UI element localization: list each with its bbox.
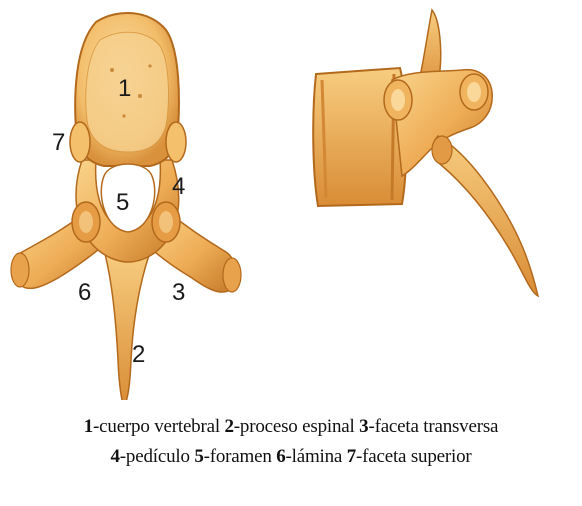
- lateral-view-vertebra: [313, 10, 538, 296]
- caption-line-2: 4-pedículo 5-foramen 6-lámina 7-faceta s…: [0, 442, 582, 472]
- superior-facet-right: [166, 122, 186, 162]
- caption-text: -pedículo: [120, 446, 195, 467]
- caption-num: 2: [224, 416, 233, 437]
- spinous-process: [104, 250, 150, 400]
- caption-num: 1: [84, 416, 93, 437]
- caption: 1-cuerpo vertebral 2-proceso espinal 3-f…: [0, 412, 582, 472]
- caption-text: -faceta superior: [356, 446, 471, 467]
- caption-text: -proceso espinal: [234, 416, 359, 437]
- superior-facet-left: [70, 122, 90, 162]
- caption-line-1: 1-cuerpo vertebral 2-proceso espinal 3-f…: [0, 412, 582, 442]
- label-6: 6: [78, 279, 91, 306]
- vertebra-diagram: 1 2 3 4 5 6 7: [0, 0, 582, 400]
- label-4: 4: [172, 173, 185, 200]
- caption-text: -cuerpo vertebral: [93, 416, 224, 437]
- caption-text: -lámina: [286, 446, 347, 467]
- label-5: 5: [116, 189, 129, 216]
- lateral-facet-3: [432, 136, 452, 164]
- caption-num: 7: [347, 446, 356, 467]
- superior-view-vertebra: 1 2 3 4 5 6 7: [11, 13, 241, 400]
- caption-num: 5: [194, 446, 203, 467]
- caption-num: 6: [276, 446, 285, 467]
- caption-num: 4: [110, 446, 119, 467]
- label-1: 1: [118, 75, 131, 102]
- caption-text: -faceta transversa: [368, 416, 498, 437]
- caption-text: -foramen: [204, 446, 277, 467]
- label-7: 7: [52, 129, 65, 156]
- label-3: 3: [172, 279, 185, 306]
- label-2: 2: [132, 341, 145, 368]
